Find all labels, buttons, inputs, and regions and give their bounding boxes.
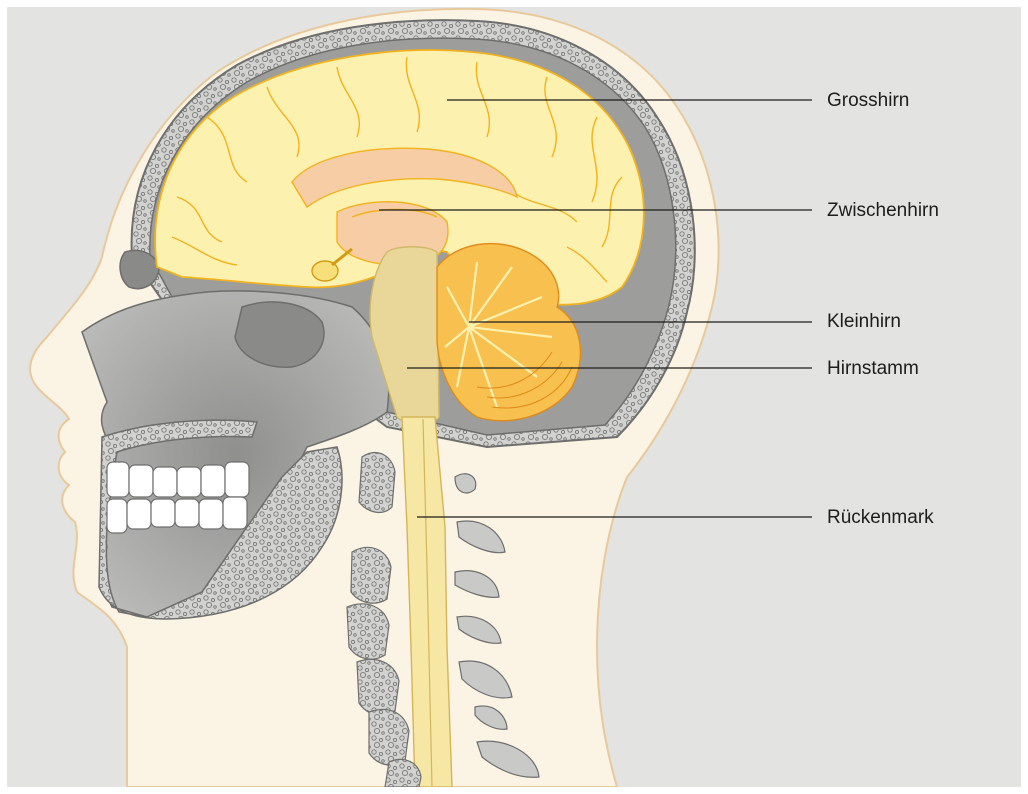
sphenoid-sinus [120, 251, 159, 289]
label-grosshirn: Grosshirn [827, 90, 909, 112]
label-hirnstamm: Hirnstamm [827, 358, 919, 380]
label-rueckenmark: Rückenmark [827, 507, 934, 529]
diagram-panel: Grosshirn Zwischenhirn Kleinhirn Hirnsta… [7, 7, 1021, 787]
label-kleinhirn: Kleinhirn [827, 311, 901, 333]
label-zwischenhirn: Zwischenhirn [827, 200, 939, 222]
head-sagittal-section-illustration [7, 7, 1021, 787]
